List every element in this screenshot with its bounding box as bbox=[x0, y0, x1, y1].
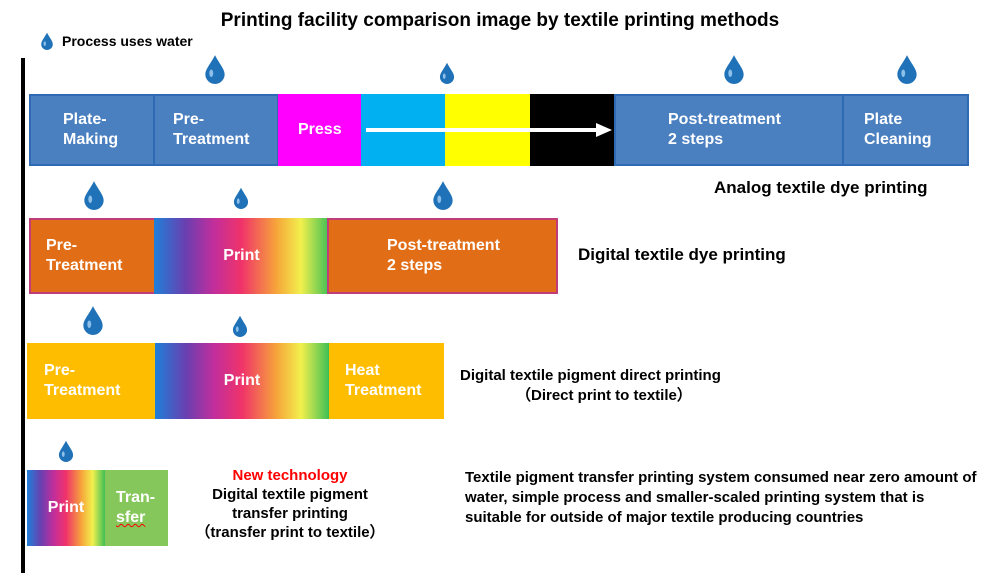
analog-post-treatment-label: Post-treatment 2 steps bbox=[668, 111, 781, 148]
transfer-printing-label-line1: Digital textile pigment bbox=[212, 486, 368, 503]
transfer-printing-label-line2: transfer printing bbox=[232, 505, 348, 522]
transfer-print-label: Print bbox=[47, 499, 85, 516]
analog-plate-cleaning-label: Plate Cleaning bbox=[864, 111, 932, 148]
diagram-title: Printing facility comparison image by te… bbox=[220, 10, 780, 31]
pigment-heat-treatment-box: Heat Treatment bbox=[329, 343, 444, 419]
transfer-label-group: New technology Digital textile pigment t… bbox=[175, 466, 405, 542]
water-drop-icon bbox=[84, 181, 104, 210]
dye-post-treatment-label: Post-treatment 2 steps bbox=[387, 237, 500, 274]
pigment-pre-treatment-box: Pre- Treatment bbox=[27, 343, 155, 419]
analog-plate-making-label: Plate- Making bbox=[63, 111, 119, 148]
timeline-axis bbox=[21, 58, 25, 573]
legend: Process uses water bbox=[40, 32, 193, 50]
water-drop-icon bbox=[233, 187, 249, 209]
pigment-pre-treatment-label: Pre- Treatment bbox=[44, 362, 121, 399]
water-drop-icon bbox=[41, 32, 53, 50]
pigment-print-box: Print bbox=[155, 343, 329, 419]
pigment-heat-treatment-label: Heat Treatment bbox=[345, 362, 422, 399]
dye-print-label: Print bbox=[223, 247, 260, 264]
analog-post-treatment-box: Post-treatment 2 steps bbox=[614, 94, 844, 166]
analog-plate-making-box: Plate- Making bbox=[29, 94, 155, 166]
analog-pre-treatment-box: Pre- Treatment bbox=[153, 94, 279, 166]
water-drop-icon bbox=[439, 62, 455, 84]
transfer-box: Tran-sfer bbox=[105, 470, 168, 546]
digital-pigment-printing-sublabel: （Direct print to textile） bbox=[516, 387, 692, 404]
transfer-printing-label-line3: （transfer print to textile） bbox=[195, 524, 385, 541]
transfer-description: Textile pigment transfer printing system… bbox=[465, 469, 977, 526]
water-drop-icon bbox=[897, 55, 917, 84]
transfer-label-line1: Tran- bbox=[116, 489, 156, 506]
analog-press-label: Press bbox=[298, 121, 342, 138]
water-drop-icon bbox=[205, 55, 225, 84]
analog-pre-treatment-label: Pre- Treatment bbox=[173, 111, 250, 148]
dye-pre-treatment-box: Pre- Treatment bbox=[29, 218, 156, 294]
analog-printing-label: Analog textile dye printing bbox=[714, 178, 928, 197]
transfer-label-line2: sfer bbox=[116, 509, 146, 526]
water-drop-icon bbox=[724, 55, 744, 84]
pigment-print-label: Print bbox=[223, 372, 261, 389]
new-technology-label: New technology bbox=[232, 467, 348, 484]
analog-plate-cleaning-box: Plate Cleaning bbox=[842, 94, 969, 166]
water-drop-icon bbox=[83, 306, 103, 335]
digital-pigment-printing-label: Digital textile pigment direct printing bbox=[460, 367, 721, 384]
dye-pre-treatment-label: Pre- Treatment bbox=[46, 237, 123, 274]
process-arrow bbox=[366, 123, 612, 137]
water-drop-icon bbox=[433, 181, 453, 210]
water-drop-icon bbox=[232, 315, 248, 337]
analog-press-magenta: Press bbox=[278, 94, 362, 166]
transfer-label: Tran-sfer bbox=[116, 488, 155, 528]
dye-print-box: Print bbox=[154, 218, 329, 294]
digital-dye-printing-label: Digital textile dye printing bbox=[578, 245, 786, 264]
dye-post-treatment-box: Post-treatment 2 steps bbox=[327, 218, 558, 294]
legend-label: Process uses water bbox=[62, 33, 193, 49]
water-drop-icon bbox=[58, 440, 74, 462]
transfer-print-box: Print bbox=[27, 470, 105, 546]
